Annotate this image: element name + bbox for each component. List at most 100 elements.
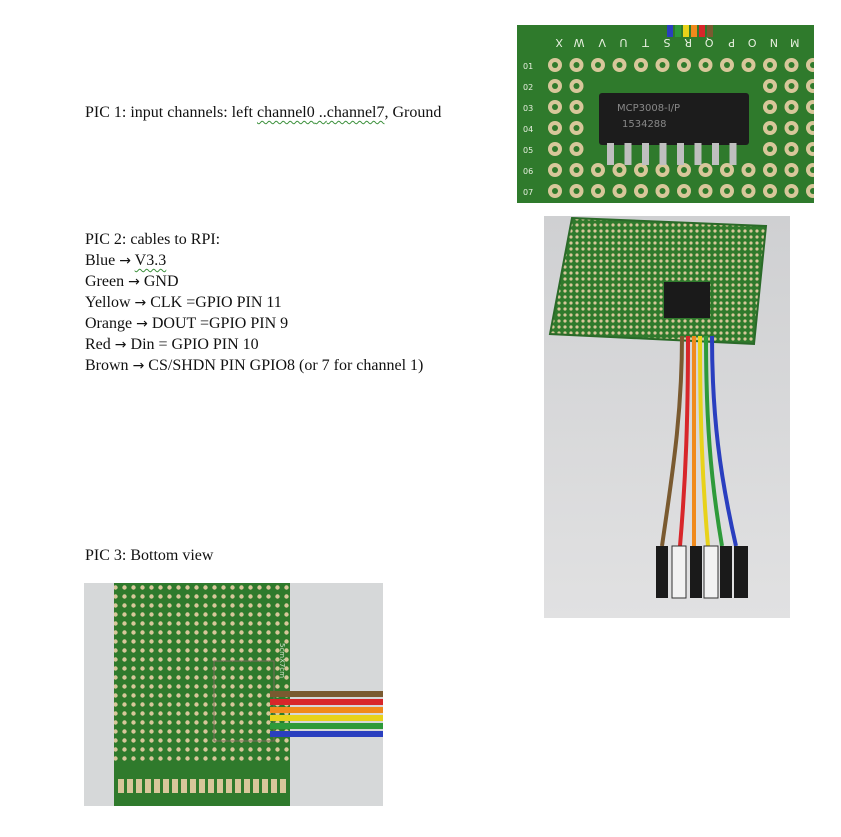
edge-pad bbox=[199, 779, 205, 793]
pic2-connector-6 bbox=[734, 546, 748, 598]
board-pad-hole bbox=[573, 125, 580, 131]
pic2-line-orange: Orange → DOUT =GPIO PIN 9 bbox=[85, 313, 288, 335]
board-pad-hole bbox=[767, 83, 773, 89]
pic2-connector-1 bbox=[656, 546, 668, 598]
board-pad-hole bbox=[552, 167, 558, 173]
board-pad-hole bbox=[573, 104, 580, 110]
right-arrow-icon: → bbox=[134, 295, 147, 311]
board-pad-hole bbox=[788, 125, 795, 131]
chip-legs bbox=[607, 143, 737, 165]
board-pads bbox=[548, 58, 814, 198]
pic2-line-green: Green → GND bbox=[85, 271, 179, 293]
board-letter: V bbox=[598, 36, 606, 49]
board-letter: N bbox=[770, 36, 778, 49]
board-pad-hole bbox=[552, 62, 558, 68]
board-pad-hole bbox=[552, 125, 558, 131]
board-pad-hole bbox=[788, 104, 795, 110]
pic2-board-svg bbox=[544, 216, 790, 618]
pic3-wire-yellow bbox=[270, 715, 383, 721]
chip-leg bbox=[642, 143, 649, 165]
board-pad-hole bbox=[573, 188, 580, 194]
board-letter: X bbox=[555, 36, 563, 49]
wire-blue-top bbox=[667, 25, 673, 37]
pic2-photo bbox=[544, 216, 790, 618]
pic3-wire-orange bbox=[270, 707, 383, 713]
board-pad-hole bbox=[616, 62, 623, 68]
board-pad-hole bbox=[595, 188, 601, 194]
board-pad-hole bbox=[616, 188, 623, 194]
pic3-side-label: 5cmX7cm bbox=[278, 643, 286, 678]
edge-pad bbox=[271, 779, 277, 793]
board-letter: U bbox=[619, 36, 627, 49]
cable-color: Blue bbox=[85, 252, 116, 269]
edge-pad bbox=[136, 779, 142, 793]
board-pad-hole bbox=[552, 188, 558, 194]
pic1-caption-sep: .. bbox=[314, 104, 327, 121]
board-pad-hole bbox=[595, 167, 601, 173]
pic2-line-blue: Blue → V3.3 bbox=[85, 250, 166, 272]
board-pad-hole bbox=[616, 167, 623, 173]
board-pad-hole bbox=[810, 146, 814, 152]
cable-target: DOUT =GPIO PIN 9 bbox=[151, 315, 289, 332]
board-pad-hole bbox=[810, 104, 814, 110]
pic2-wire-brown bbox=[660, 335, 684, 547]
pic2-connector-4 bbox=[703, 545, 719, 599]
board-pad-hole bbox=[552, 146, 558, 152]
board-pad-hole bbox=[810, 167, 814, 173]
cable-color: Orange bbox=[85, 315, 133, 332]
wire-green-top bbox=[675, 25, 681, 37]
board-pad-hole bbox=[638, 167, 644, 173]
board-pad-hole bbox=[724, 167, 730, 173]
pic2-pcb bbox=[548, 216, 768, 346]
right-arrow-icon: → bbox=[136, 316, 148, 332]
wire-yellow-top bbox=[683, 25, 689, 37]
board-pad-hole bbox=[788, 188, 795, 194]
edge-pad bbox=[253, 779, 259, 793]
board-pad-hole bbox=[573, 146, 580, 152]
board-pad-hole bbox=[681, 188, 687, 194]
right-arrow-icon: → bbox=[128, 274, 140, 290]
board-pad-hole bbox=[767, 125, 773, 131]
pic3-caption: PIC 3: Bottom view bbox=[85, 547, 214, 564]
wire-brown-top bbox=[707, 25, 713, 37]
edge-pad bbox=[244, 779, 250, 793]
board-pad-hole bbox=[681, 167, 687, 173]
pic1-caption-prefix: PIC 1: input channels: left bbox=[85, 104, 257, 121]
wire-orange-top bbox=[691, 25, 697, 37]
board-letter: Q bbox=[705, 36, 714, 49]
board-pad-hole bbox=[788, 167, 795, 173]
pic3-wire-red bbox=[270, 699, 383, 705]
board-letter: M bbox=[790, 36, 800, 49]
board-pad-hole bbox=[767, 104, 773, 110]
cable-color: Red bbox=[85, 336, 111, 353]
board-pad-hole bbox=[659, 167, 666, 173]
board-row-label: 05 bbox=[523, 146, 533, 155]
pic1-caption-channel7: channel7 bbox=[326, 104, 385, 121]
pic3-edge-pads bbox=[118, 779, 286, 793]
board-pad-hole bbox=[767, 188, 773, 194]
edge-pad bbox=[127, 779, 133, 793]
chip-leg bbox=[607, 143, 614, 165]
cable-target: Din = GPIO PIN 10 bbox=[130, 336, 259, 353]
board-pad-hole bbox=[788, 62, 795, 68]
board-row-label: 01 bbox=[523, 62, 533, 71]
board-pad-hole bbox=[595, 62, 601, 68]
pic1-caption-suffix: , Ground bbox=[384, 104, 442, 121]
board-pad-hole bbox=[552, 83, 558, 89]
pic2-connector-5 bbox=[720, 546, 732, 598]
board-pad-hole bbox=[810, 83, 814, 89]
pic2-wire-red bbox=[678, 335, 690, 547]
board-pad-hole bbox=[788, 83, 795, 89]
board-pad-hole bbox=[552, 104, 558, 110]
edge-pad bbox=[280, 779, 286, 793]
board-row-label: 03 bbox=[523, 104, 533, 113]
board-pad-hole bbox=[767, 62, 773, 68]
edge-pad bbox=[226, 779, 232, 793]
mcp3008-chip bbox=[599, 93, 749, 145]
cable-color: Yellow bbox=[85, 294, 131, 311]
edge-pad bbox=[145, 779, 151, 793]
pic2-wire-yellow bbox=[698, 335, 710, 547]
